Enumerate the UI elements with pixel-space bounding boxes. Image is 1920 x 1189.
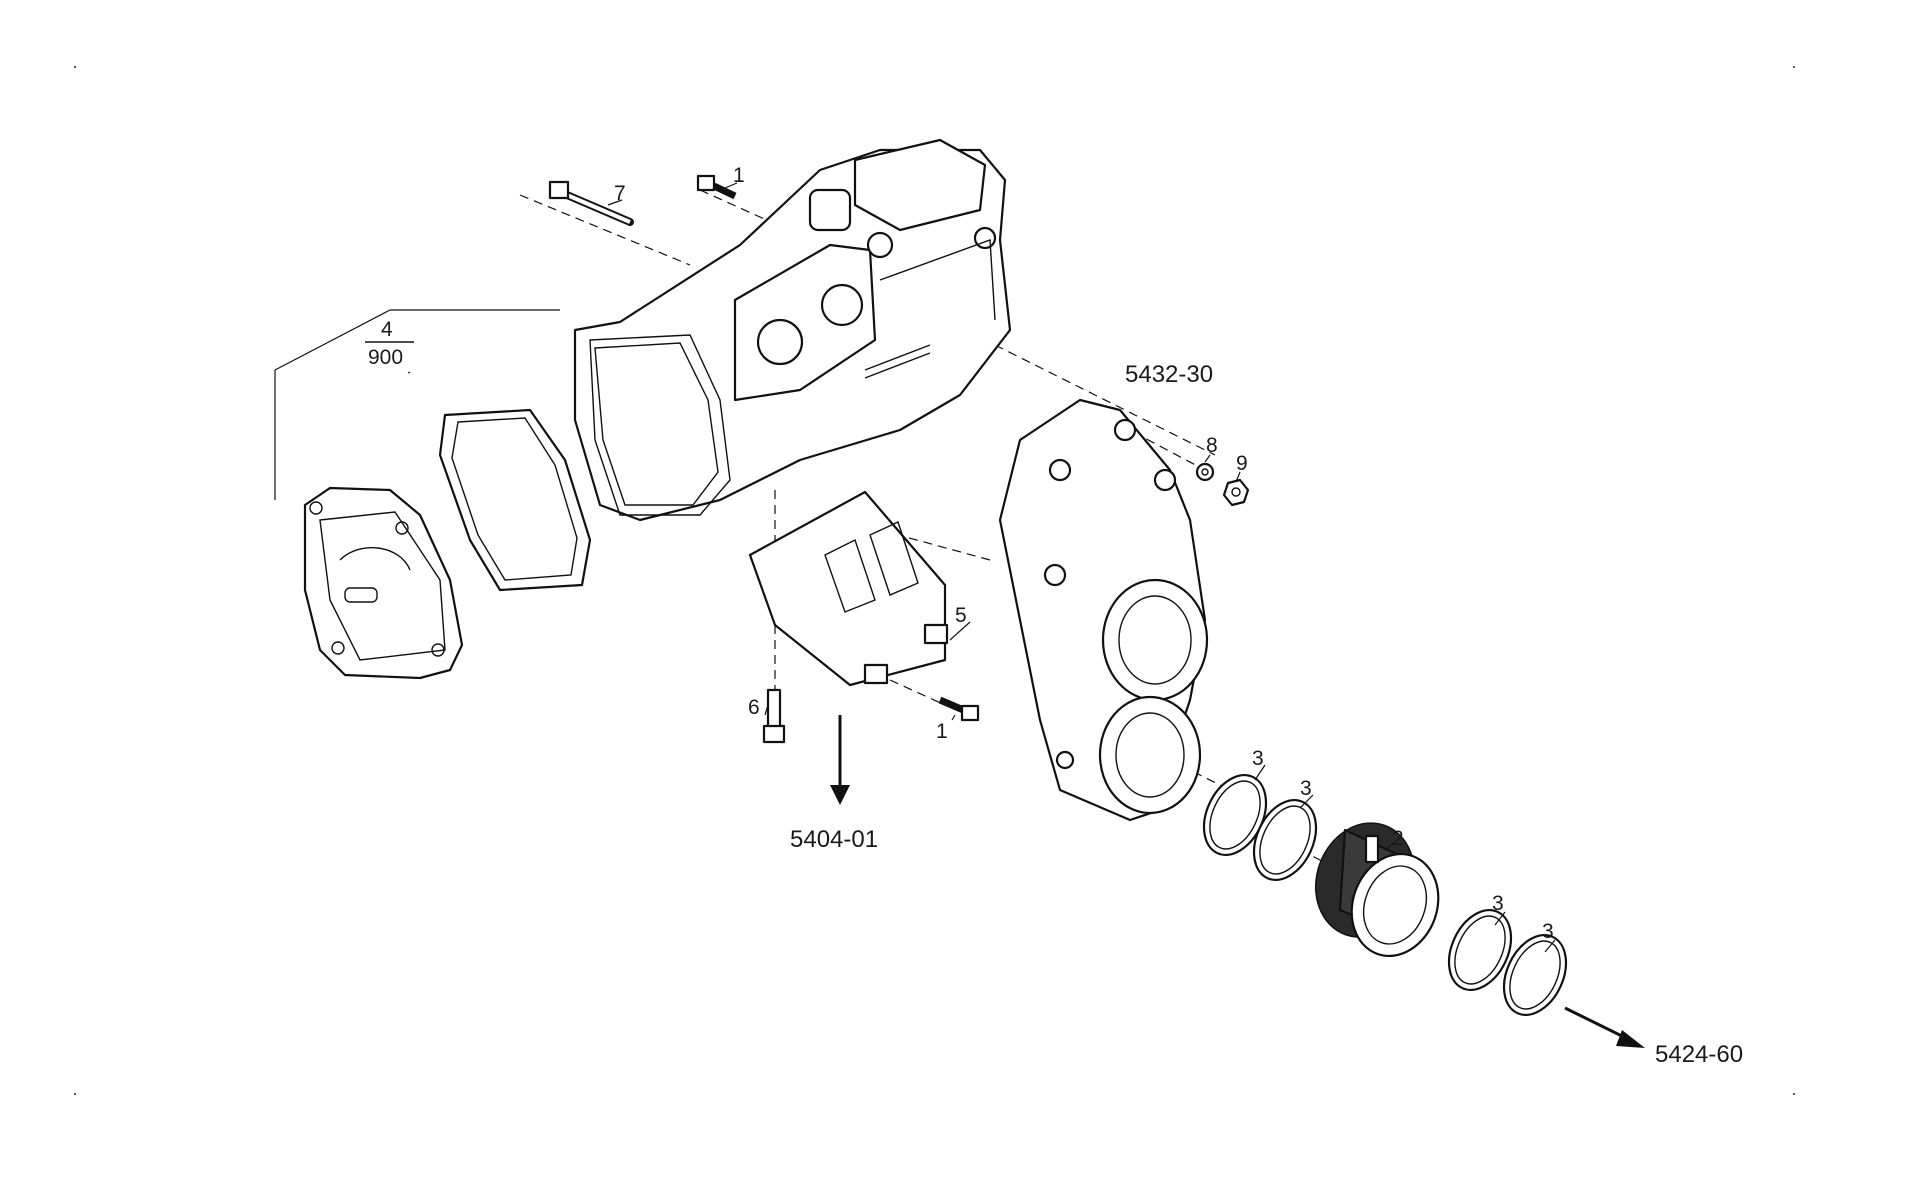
callout-1-top: 1 <box>733 164 745 187</box>
clamp-ring-3a <box>1202 774 1268 856</box>
corner-marks <box>74 66 1795 1095</box>
bolt-7 <box>548 180 634 226</box>
callout-3-a: 3 <box>1252 747 1264 770</box>
end-cover <box>303 486 464 680</box>
arrow-down <box>830 715 850 805</box>
arrow-outlet <box>1564 1006 1645 1048</box>
reference-manifold: 5432-30 <box>1125 361 1213 388</box>
callout-1-bottom: 1 <box>936 720 948 743</box>
clamp-ring-3d <box>1502 934 1568 1016</box>
mounting-bracket <box>748 490 949 687</box>
callout-900: 900 <box>368 346 403 369</box>
callout-9: 9 <box>1236 452 1248 475</box>
callout-leaders <box>607 182 1556 953</box>
clamp-ring-3c <box>1447 909 1513 991</box>
gasket <box>438 408 592 592</box>
callout-4: 4 <box>381 318 393 341</box>
reference-down: 5404-01 <box>790 826 878 853</box>
bolt-6 <box>762 688 786 744</box>
callout-2: 2 <box>1392 827 1404 850</box>
bolt-1-bottom <box>938 696 980 722</box>
turbo-housing <box>573 138 1012 522</box>
nut-8 <box>1195 462 1215 482</box>
clamp-ring-3b <box>1252 799 1318 881</box>
callout-6: 6 <box>748 696 760 719</box>
group-leader-4-900 <box>274 309 560 500</box>
callout-3-c: 3 <box>1492 892 1504 915</box>
callout-8: 8 <box>1206 434 1218 457</box>
callout-5: 5 <box>955 604 967 627</box>
callout-7: 7 <box>614 182 626 205</box>
callout-3-b: 3 <box>1300 777 1312 800</box>
bolt-1-top <box>696 174 737 200</box>
reference-outlet: 5424-60 <box>1655 1041 1743 1068</box>
exhaust-manifold <box>998 398 1209 822</box>
pipe-connector <box>1314 822 1440 958</box>
callout-3-d: 3 <box>1542 920 1554 943</box>
nut-9 <box>1222 478 1250 507</box>
